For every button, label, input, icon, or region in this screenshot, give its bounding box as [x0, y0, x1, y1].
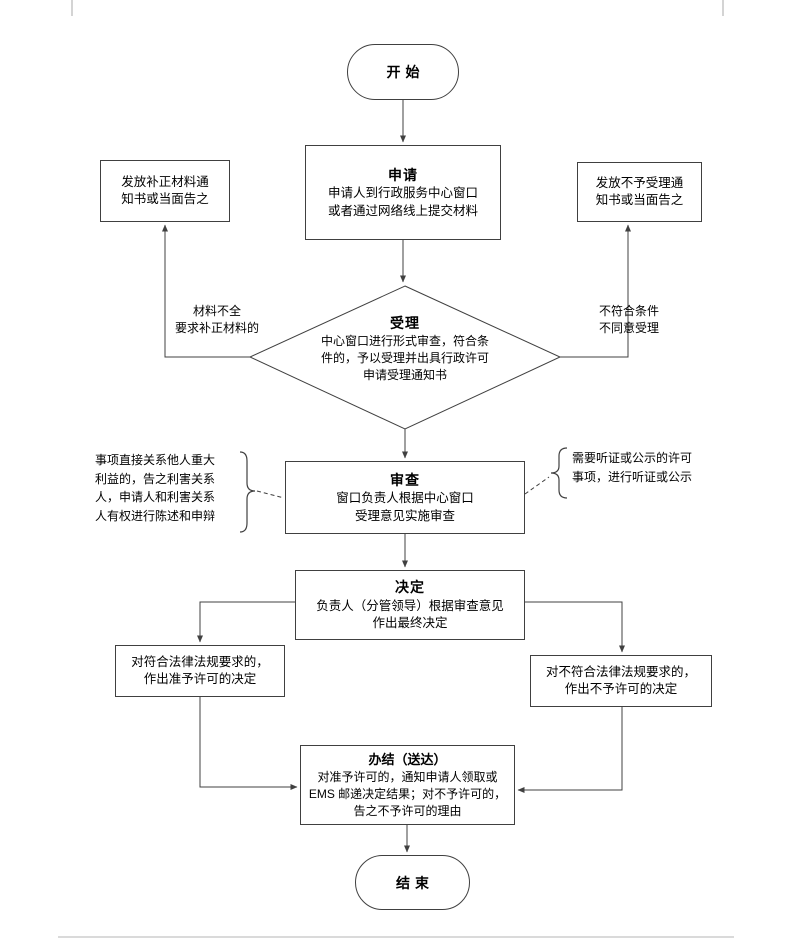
node-accept-title: 受理: [390, 315, 420, 331]
stakeholder-note-brace: [239, 451, 256, 533]
note-stakeholder: 事项直接关系他人重大 利益的，告之利害关系 人，申请人和利害关系 人有权进行陈述…: [95, 453, 216, 523]
node-supplement-notice: 发放补正材料通 知书或当面告之: [100, 160, 230, 222]
node-accept: 受理 中心窗口进行形式审查，符合条 件的，予以受理并出具行政许可 申请受理通知书: [270, 313, 540, 384]
hearing-note-brace: [550, 447, 568, 499]
node-approve: 对符合法律法规要求的， 作出准予许可的决定: [115, 645, 285, 697]
node-start-label: 开始: [386, 64, 425, 80]
connector-accept-to-rejection-notice: [560, 224, 631, 358]
node-delivery-body: 对准予许可的，通知申请人领取或 EMS 邮递决定结果；对不予许可的， 告之不予许…: [308, 770, 507, 819]
branch-label-supplement: 材料不全 要求补正材料的: [174, 304, 259, 335]
connector-approve-to-delivery: [199, 697, 298, 790]
node-deny-body: 对不符合法律法规要求的， 作出不予许可的决定: [545, 664, 696, 697]
node-apply: 申请 申请人到行政服务中心窗口 或者通过网络线上提交材料: [305, 145, 501, 240]
node-end: 结束: [355, 855, 470, 910]
stakeholder-note-leader: [256, 490, 285, 499]
node-delivery-title: 办结（送达）: [368, 751, 447, 767]
hearing-note-leader: [524, 476, 550, 495]
accept-diamond-shape: [248, 285, 562, 430]
connector-decision-to-deny: [525, 601, 625, 653]
branch-label-reject: 不符合条件 不同意受理: [598, 304, 659, 335]
node-decision-body: 负责人（分管领导）根据审查意见 作出最终决定: [316, 598, 504, 631]
node-apply-body: 申请人到行政服务中心窗口 或者通过网络线上提交材料: [327, 186, 478, 218]
node-accept-body: 中心窗口进行形式审查，符合条 件的，予以受理并出具行政许可 申请受理通知书: [320, 334, 489, 383]
connector-decision-to-approve: [197, 601, 295, 643]
node-review-title: 审查: [390, 471, 420, 488]
note-hearing: 需要听证或公示的许可 事项，进行听证或公示: [572, 451, 693, 484]
connector-deny-to-delivery: [517, 707, 623, 793]
node-review-body: 窗口负责人根据中心窗口 受理意见实施审查: [336, 491, 474, 523]
node-rejection-notice: 发放不予受理通 知书或当面告之: [577, 162, 702, 222]
node-decision-title: 决定: [395, 579, 425, 596]
node-approve-body: 对符合法律法规要求的， 作出准予许可的决定: [131, 654, 269, 687]
node-end-label: 结束: [396, 874, 434, 891]
node-deny: 对不符合法律法规要求的， 作出不予许可的决定: [530, 655, 712, 707]
node-supplement-notice-body: 发放补正材料通 知书或当面告之: [121, 174, 209, 207]
node-apply-title: 申请: [388, 166, 418, 183]
node-review: 审查 窗口负责人根据中心窗口 受理意见实施审查: [285, 461, 525, 534]
node-start: 开始: [347, 44, 459, 100]
node-delivery: 办结（送达） 对准予许可的，通知申请人领取或 EMS 邮递决定结果；对不予许可的…: [300, 745, 515, 825]
node-decision: 决定 负责人（分管领导）根据审查意见 作出最终决定: [295, 570, 525, 640]
node-rejection-notice-body: 发放不予受理通 知书或当面告之: [595, 175, 684, 208]
connector-accept-to-supplement-notice: [162, 224, 250, 358]
